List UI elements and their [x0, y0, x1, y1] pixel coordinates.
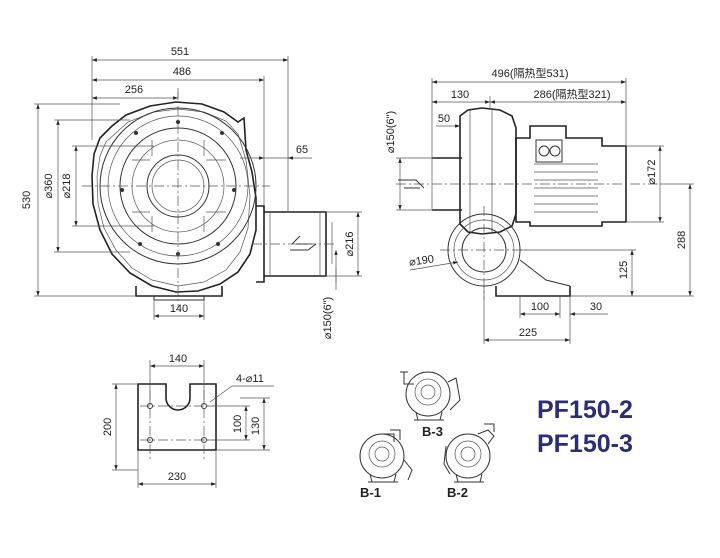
side-view-dimensions: 496(隔热型531) 286(隔热型321) 130 50 ⌀150(6") … [385, 66, 694, 344]
dim-plate-140: 140 [169, 353, 187, 365]
dim-plate-230: 230 [168, 471, 186, 483]
dim-side-30: 30 [590, 301, 602, 313]
dim-side-172: ⌀172 [646, 160, 658, 185]
dim-front-216: ⌀216 [344, 232, 356, 257]
dim-side-150: ⌀150(6") [385, 111, 397, 153]
dim-plate-holes: 4-⌀11 [236, 373, 264, 385]
dim-side-286: 286(隔热型321) [533, 87, 610, 101]
model-label-1: PF150-2 [537, 396, 633, 424]
dim-front-150: ⌀150(6") [322, 297, 334, 339]
dim-side-125: 125 [618, 261, 630, 279]
dim-plate-100: 100 [232, 415, 244, 433]
orientation-b2-sketch [443, 423, 495, 483]
front-view [82, 88, 336, 306]
orientation-b1-sketch [359, 429, 413, 483]
base-plate [137, 383, 217, 460]
dim-front-65: 65 [296, 144, 308, 156]
dim-front-486: 486 [173, 66, 191, 78]
dim-front-360: ⌀360 [43, 174, 55, 199]
dim-front-551: 551 [171, 46, 189, 58]
orientation-b1-label: B-1 [360, 485, 381, 500]
dim-side-50: 50 [438, 113, 450, 125]
dim-front-530: 530 [21, 191, 33, 209]
orientation-b3-sketch [400, 371, 461, 421]
dim-side-496: 496(隔热型531) [491, 66, 568, 80]
front-view-dimensions: 551 486 256 530 ⌀360 ⌀218 65 ⌀216 ⌀150(6… [21, 46, 362, 339]
dim-plate-130: 130 [250, 417, 262, 435]
dim-side-225: 225 [519, 327, 537, 339]
dim-front-140: 140 [170, 303, 188, 315]
dim-front-218: ⌀218 [61, 174, 73, 199]
dim-side-130: 130 [451, 89, 469, 101]
dim-side-190: ⌀190 [408, 253, 434, 268]
dim-side-100: 100 [531, 301, 549, 313]
dim-front-256: 256 [125, 84, 143, 96]
base-plate-dimensions: 140 4-⌀11 200 100 130 230 [102, 353, 274, 488]
dim-side-288: 288 [676, 231, 688, 249]
orientation-b3-label: B-3 [422, 424, 443, 439]
dim-plate-200: 200 [102, 418, 114, 436]
model-label-2: PF150-3 [537, 430, 633, 458]
orientation-b2-label: B-2 [447, 485, 468, 500]
